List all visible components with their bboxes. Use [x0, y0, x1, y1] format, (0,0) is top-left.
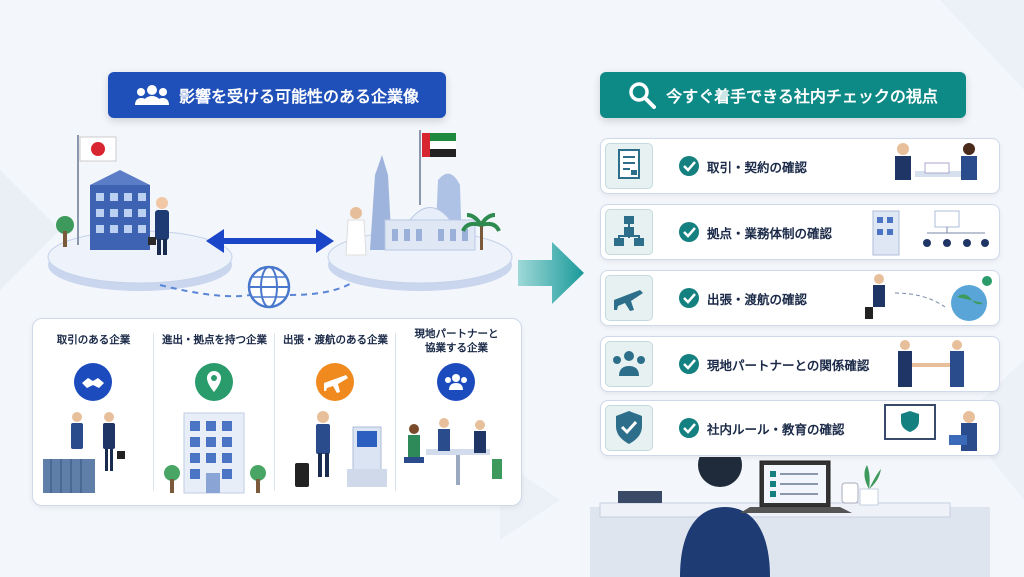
- group-icon: [134, 85, 169, 105]
- document-icon: [605, 143, 653, 189]
- company-type-label: 現地パートナーと 協業する企業: [414, 328, 499, 354]
- check-label: 拠点・業務体制の確認: [707, 226, 833, 241]
- check-icon: [679, 288, 699, 308]
- handshake-illustration: [898, 340, 964, 387]
- check-label: 社内ルール・教育の確認: [707, 422, 845, 437]
- check-icon: [679, 354, 699, 374]
- check-label: 出張・渡航の確認: [707, 292, 808, 307]
- check-card-rules: 社内ルール・教育の確認: [600, 400, 1000, 456]
- company-type-base: 進出・拠点を持つ企業: [154, 319, 275, 505]
- handshake-icon: [74, 363, 112, 401]
- japan-uae-illustration: [47, 130, 513, 309]
- company-type-partner: 現地パートナーと 協業する企業: [396, 319, 517, 505]
- airplane-icon: [316, 363, 354, 401]
- map-pin-icon: [195, 363, 233, 401]
- two-way-arrow: [206, 229, 334, 253]
- check-card-partner: 現地パートナーとの関係確認: [600, 336, 1000, 392]
- travel-globe-illustration: [865, 274, 992, 321]
- desk-worker-illustration: [590, 457, 990, 577]
- check-icon: [679, 156, 699, 176]
- office-building-illustration: [164, 412, 266, 494]
- traveler-illustration: [295, 411, 387, 487]
- left-header: 影響を受ける可能性のある企業像: [108, 72, 446, 118]
- transition-arrow: [518, 242, 584, 304]
- check-label: 現地パートナーとの関係確認: [707, 358, 870, 373]
- shield-check-icon: [605, 405, 653, 451]
- company-type-label: 進出・拠点を持つ企業: [162, 334, 267, 346]
- company-type-trade: 取引のある企業: [33, 319, 154, 505]
- meeting-illustration: [404, 418, 502, 485]
- globe-icon: [247, 265, 291, 309]
- group-icon: [437, 363, 475, 401]
- check-card-travel: 出張・渡航の確認: [600, 270, 1000, 326]
- trade-illustration: [43, 412, 125, 493]
- left-header-label: 影響を受ける可能性のある企業像: [178, 87, 419, 106]
- training-illustration: [884, 404, 977, 451]
- check-label: 取引・契約の確認: [707, 160, 808, 175]
- check-icon: [679, 418, 699, 438]
- group-icon: [605, 341, 653, 387]
- company-types-panel: 取引のある企業 進出・拠点を持つ企業: [32, 318, 522, 506]
- search-icon: [629, 82, 657, 109]
- airplane-icon: [605, 275, 653, 321]
- right-header: 今すぐ着手できる社内チェックの視点: [600, 72, 966, 118]
- contract-meeting-illustration: [895, 143, 977, 180]
- check-card-structure: 拠点・業務体制の確認: [600, 204, 1000, 260]
- company-type-travel: 出張・渡航のある企業: [275, 319, 396, 505]
- uae-platform: [327, 130, 513, 291]
- check-card-contract: 取引・契約の確認: [600, 138, 1000, 194]
- company-type-label: 取引のある企業: [56, 334, 131, 346]
- japan-platform: [47, 135, 233, 291]
- check-icon: [679, 222, 699, 242]
- structure-illustration: [872, 210, 989, 256]
- company-type-label: 出張・渡航のある企業: [283, 334, 388, 346]
- org-chart-icon: [605, 209, 653, 255]
- right-header-label: 今すぐ着手できる社内チェックの視点: [666, 87, 938, 106]
